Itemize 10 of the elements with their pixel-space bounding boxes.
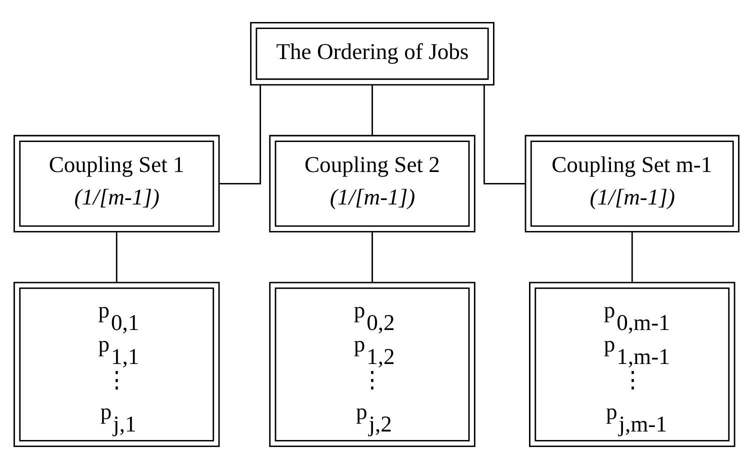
connector bbox=[372, 84, 373, 135]
node-box: Coupling Set 1 (1/[m-1]) bbox=[14, 134, 220, 232]
node-box: Coupling Set m-1 (1/[m-1]) bbox=[524, 134, 740, 232]
connector bbox=[116, 232, 118, 282]
connector bbox=[631, 232, 633, 282]
connector bbox=[219, 84, 262, 184]
connector bbox=[483, 84, 526, 184]
node-box: The Ordering of Jobs bbox=[250, 21, 494, 85]
node-box: Coupling Set 2 (1/[m-1]) bbox=[269, 134, 476, 232]
connector bbox=[372, 232, 373, 282]
